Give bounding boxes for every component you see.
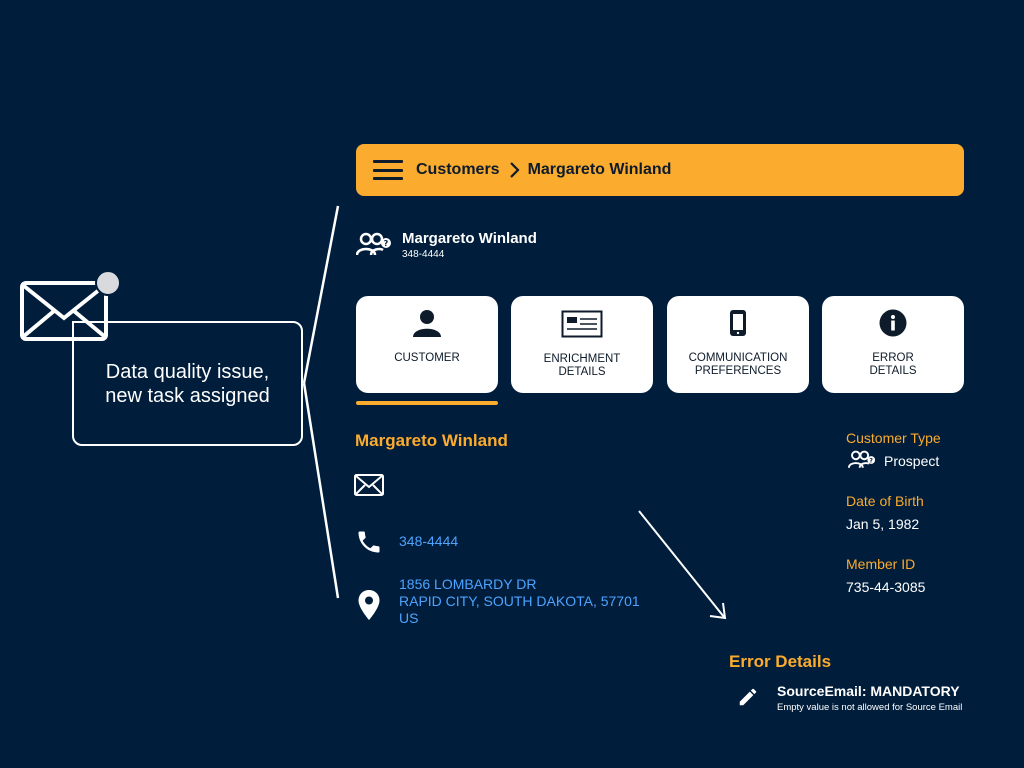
tab-customer-label: CUSTOMER [394, 352, 460, 364]
pencil-icon[interactable] [737, 686, 759, 708]
email-icon[interactable] [354, 474, 384, 496]
person-icon [413, 310, 441, 337]
notification-bubble[interactable]: Data quality issue, new task assigned [72, 321, 303, 446]
customer-type-icon: ? [848, 450, 876, 468]
address-line-1[interactable]: 1856 LOMBARDY DR [399, 576, 537, 592]
svg-text:?: ? [869, 457, 873, 464]
error-message: Empty value is not allowed for Source Em… [777, 702, 963, 713]
hamburger-menu-icon[interactable] [373, 160, 403, 180]
tab-enrichment-label-1: ENRICHMENT [543, 353, 621, 365]
profile-phone: 348-4444 [402, 249, 445, 260]
customer-name-heading: Margareto Winland [355, 431, 508, 450]
active-tab-indicator [356, 401, 498, 405]
customer-group-icon: ? [356, 232, 391, 256]
tab-error-label-1: ERROR [872, 352, 914, 364]
profile-name: Margareto Winland [402, 230, 537, 247]
dob-label: Date of Birth [846, 493, 924, 509]
address-line-3[interactable]: US [399, 610, 419, 626]
envelope-icon [20, 281, 108, 341]
address-line-2[interactable]: RAPID CITY, SOUTH DAKOTA, 57701 [399, 593, 640, 609]
tab-customer[interactable]: CUSTOMER [356, 296, 498, 393]
top-bar: Customers Margareto Winland [356, 144, 964, 196]
customer-type-value: Prospect [884, 453, 940, 469]
customer-phone-link[interactable]: 348-4444 [399, 533, 459, 549]
location-pin-icon [358, 590, 380, 620]
svg-text:?: ? [384, 239, 389, 248]
tab-error-label-2: DETAILS [869, 365, 917, 377]
info-icon [879, 309, 907, 337]
mobile-phone-icon [730, 310, 746, 336]
error-code: SourceEmail: MANDATORY [777, 683, 960, 699]
notification-badge [95, 270, 121, 296]
member-id-label: Member ID [846, 556, 916, 572]
breadcrumb-customers[interactable]: Customers [416, 161, 500, 178]
customer-type-label: Customer Type [846, 430, 941, 446]
member-id-value: 735-44-3085 [846, 579, 926, 595]
tab-communication-label-1: COMMUNICATION [688, 352, 788, 364]
id-card-icon [561, 310, 603, 338]
phone-icon [358, 531, 380, 553]
chevron-right-icon [509, 162, 520, 178]
tab-enrichment-label-2: DETAILS [558, 366, 606, 378]
tab-error-details[interactable]: ERROR DETAILS [822, 296, 964, 393]
notification-message: Data quality issue, new task assigned [105, 360, 270, 407]
tab-communication-label-2: PREFERENCES [694, 365, 782, 377]
tab-communication-preferences[interactable]: COMMUNICATION PREFERENCES [667, 296, 809, 393]
tab-enrichment-details[interactable]: ENRICHMENT DETAILS [511, 296, 653, 393]
error-details-title: Error Details [729, 652, 832, 671]
dob-value: Jan 5, 1982 [846, 516, 920, 532]
breadcrumb-current: Margareto Winland [527, 161, 672, 178]
